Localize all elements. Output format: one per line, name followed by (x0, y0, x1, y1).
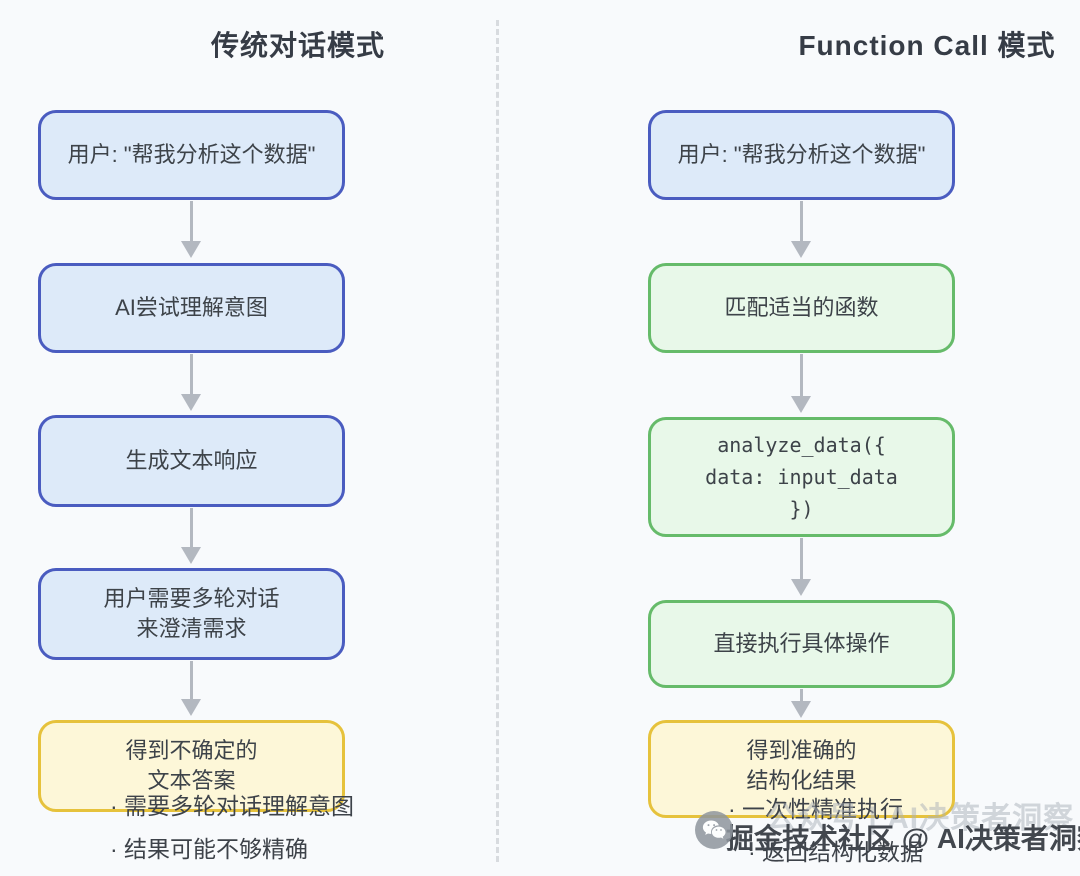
right-note-return-structured-data: · 返回结构化数据 (748, 839, 924, 865)
flow-box-user-request-right: 用户: "帮我分析这个数据" (648, 110, 955, 200)
flow-box-text: 匹配适当的函数 (724, 294, 879, 320)
watermark-ghost-text: 公众号 | AI决策者洞察 (766, 802, 1075, 835)
flow-box-code-text: analyze_data({ data: input_data }) (705, 433, 898, 521)
down-arrow-icon (791, 538, 812, 596)
down-arrow-icon (181, 201, 202, 258)
flow-box-uncertain-text-answer: 得到不确定的 文本答案 (38, 720, 345, 812)
flow-box-text: 得到不确定的 文本答案 (125, 738, 258, 794)
left-note-multi-turn: · 需要多轮对话理解意图 (110, 793, 355, 819)
flow-box-text: 用户: "帮我分析这个数据" (677, 141, 926, 167)
flow-box-text: 用户需要多轮对话 来澄清需求 (103, 585, 280, 641)
flow-box-user-request-left: 用户: "帮我分析这个数据" (38, 110, 345, 200)
wechat-icon (695, 811, 733, 849)
right-column-title: Function Call 模式 (798, 30, 1056, 61)
right-note-one-shot-execution: · 一次性精准执行 (728, 796, 904, 822)
flow-box-text: 生成文本响应 (125, 447, 258, 473)
down-arrow-icon (181, 508, 202, 564)
down-arrow-icon (791, 689, 812, 718)
down-arrow-icon (791, 201, 812, 258)
flow-box-text: AI尝试理解意图 (115, 294, 268, 320)
left-note-imprecise-result: · 结果可能不够精确 (110, 836, 309, 862)
flow-box-ai-understand-intent: AI尝试理解意图 (38, 263, 345, 353)
watermark-main-text: 掘金技术社区 @ AI决策者洞察 (726, 823, 1080, 854)
left-column-title: 传统对话模式 (210, 30, 385, 61)
flow-box-match-function: 匹配适当的函数 (648, 263, 955, 353)
flow-box-generate-text-response: 生成文本响应 (38, 415, 345, 507)
flow-box-text: 直接执行具体操作 (713, 630, 890, 656)
flow-box-execute-operation: 直接执行具体操作 (648, 600, 955, 688)
flow-box-function-call-code: analyze_data({ data: input_data }) (648, 417, 955, 537)
down-arrow-icon (791, 354, 812, 413)
flow-box-accurate-structured-result: 得到准确的 结构化结果 (648, 720, 955, 818)
column-divider (496, 20, 499, 862)
down-arrow-icon (181, 661, 202, 716)
flow-box-multi-turn-clarify: 用户需要多轮对话 来澄清需求 (38, 568, 345, 660)
flow-box-text: 得到准确的 结构化结果 (746, 738, 857, 794)
down-arrow-icon (181, 354, 202, 411)
flow-box-text: 用户: "帮我分析这个数据" (67, 141, 316, 167)
